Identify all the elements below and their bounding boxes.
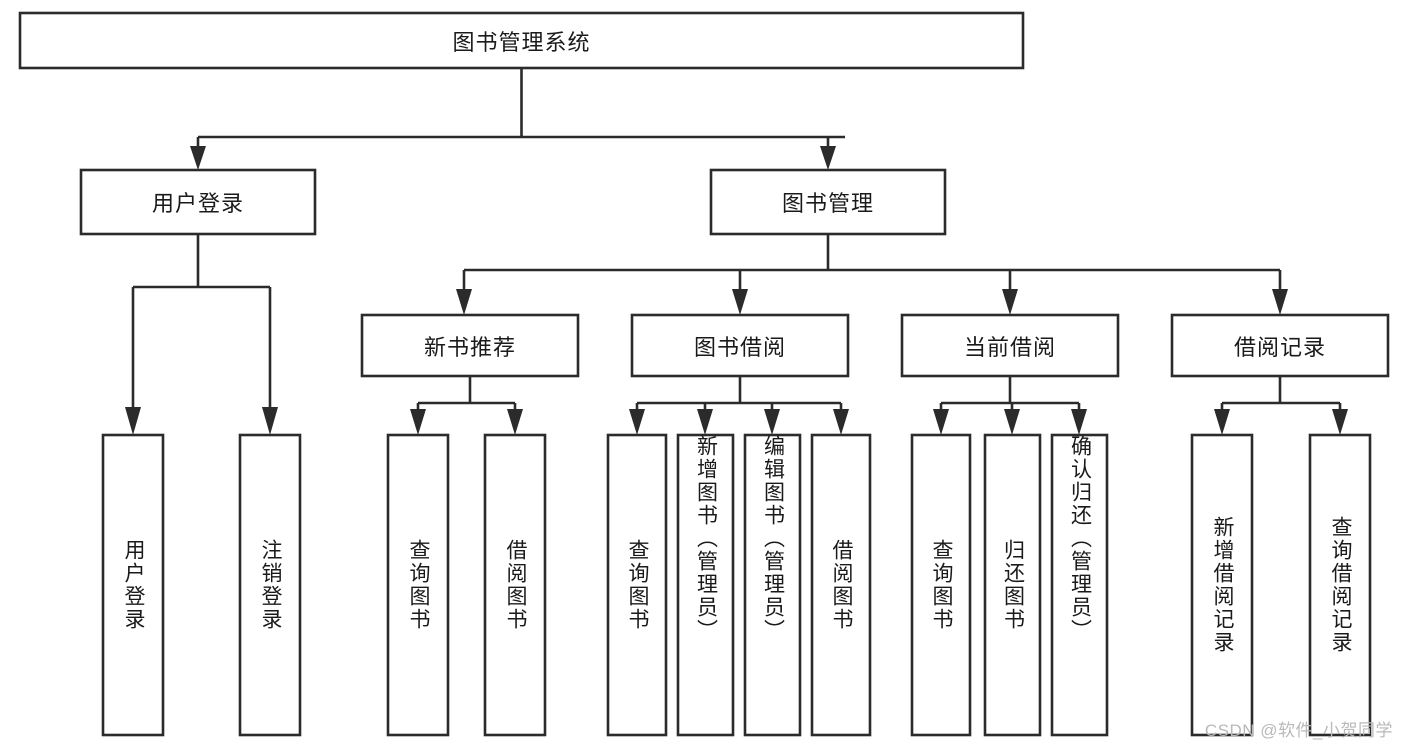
- arrow-icon: [456, 289, 472, 315]
- leaf-query-book-1[interactable]: [386, 433, 450, 737]
- arrow-icon: [732, 289, 748, 315]
- node-root[interactable]: [18, 11, 1025, 70]
- node-user-login[interactable]: [79, 168, 317, 236]
- arrow-icon: [697, 409, 713, 435]
- arrow-icon: [833, 409, 849, 435]
- arrow-icon: [125, 407, 141, 435]
- arrow-icon: [410, 409, 426, 435]
- leaf-query-book-3[interactable]: [910, 433, 972, 737]
- leaf-borrow-book-1[interactable]: [483, 433, 547, 737]
- connector-group-book-management: [456, 234, 1288, 315]
- arrow-icon: [1071, 409, 1087, 435]
- leaf-confirm-return-admin[interactable]: [1050, 433, 1109, 737]
- arrow-icon: [1004, 409, 1020, 435]
- connector-group-root: [190, 68, 845, 170]
- leaf-add-borrow-record[interactable]: [1190, 433, 1254, 737]
- arrow-icon: [190, 146, 206, 170]
- arrow-icon: [1332, 409, 1348, 435]
- leaf-borrow-book-2[interactable]: [810, 433, 872, 737]
- arrow-icon: [1272, 289, 1288, 315]
- arrow-icon: [820, 146, 836, 170]
- arrow-icon: [629, 409, 645, 435]
- leaf-user-login[interactable]: [101, 433, 165, 737]
- connector-group-current-borrow: [933, 376, 1087, 435]
- arrow-icon: [764, 409, 780, 435]
- leaf-return-book[interactable]: [983, 433, 1042, 737]
- connector-group-user-login: [125, 234, 278, 435]
- connector-group-book-borrow: [629, 376, 849, 435]
- csdn-watermark: CSDN @软件_小贺同学: [1204, 721, 1393, 740]
- node-book-management[interactable]: [709, 168, 947, 236]
- connector-group-new-book-recommend: [410, 376, 523, 435]
- arrow-icon: [933, 409, 949, 435]
- node-current-borrow[interactable]: [900, 313, 1120, 378]
- node-new-book-recommend[interactable]: [360, 313, 580, 378]
- node-book-borrow[interactable]: [630, 313, 850, 378]
- arrow-icon: [507, 409, 523, 435]
- leaf-add-book-admin[interactable]: [676, 433, 735, 737]
- connector-group-borrow-record: [1214, 376, 1348, 435]
- leaf-query-borrow-record[interactable]: [1308, 433, 1372, 737]
- arrow-icon: [262, 407, 278, 435]
- leaf-edit-book-admin[interactable]: [743, 433, 802, 737]
- leaf-logout-login[interactable]: [238, 433, 302, 737]
- node-borrow-record[interactable]: [1170, 313, 1390, 378]
- arrow-icon: [1214, 409, 1230, 435]
- arrow-icon: [1002, 289, 1018, 315]
- leaf-query-book-2[interactable]: [606, 433, 668, 737]
